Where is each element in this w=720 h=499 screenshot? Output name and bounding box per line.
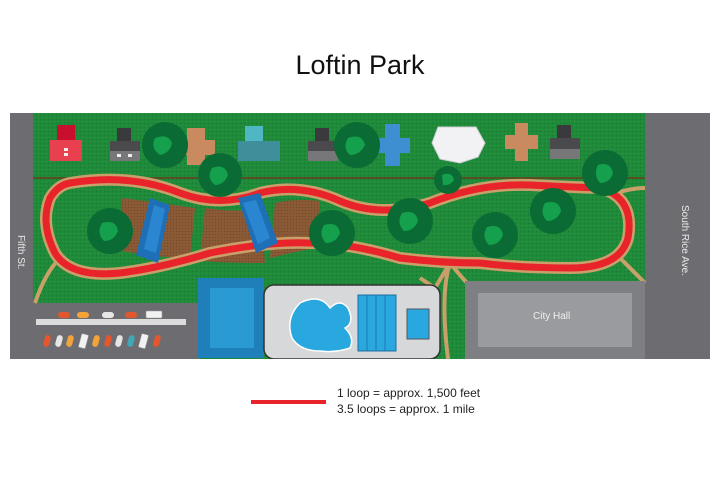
south-rice-avenue <box>645 113 710 359</box>
house-dark-gray-3 <box>550 125 580 159</box>
house-dark-gray-1 <box>110 128 140 161</box>
parked-cars <box>43 310 163 349</box>
legend-mile-equivalent: 3.5 loops = approx. 1 mile <box>337 402 475 416</box>
house-tan-1 <box>180 128 215 165</box>
lap-pool <box>357 294 397 352</box>
garden-pavilion-right <box>238 193 278 253</box>
tree <box>142 122 188 168</box>
walking-trail-loop <box>42 176 633 278</box>
tree <box>530 188 576 234</box>
house-teal <box>238 126 280 161</box>
tree <box>472 212 518 258</box>
house-blue <box>378 124 410 166</box>
house-dark-gray-2 <box>308 128 338 161</box>
tree <box>334 122 380 168</box>
city-hall-building <box>465 281 645 359</box>
trail-legend-swatch <box>251 400 326 404</box>
house-red <box>50 125 82 161</box>
tree <box>434 166 462 194</box>
garden-pavilion-left <box>136 198 170 263</box>
legend-loop-distance: 1 loop = approx. 1,500 feet <box>337 386 481 400</box>
fifth-street-label: Fifth St. <box>15 235 26 270</box>
south-rice-avenue-label: South Rice Ave. <box>679 205 690 276</box>
tree <box>198 153 242 197</box>
swimming-pool <box>289 298 353 353</box>
park-map <box>10 113 710 359</box>
tree <box>387 198 433 244</box>
parking-divider <box>36 319 186 325</box>
trees <box>87 122 628 258</box>
tree <box>309 210 355 256</box>
tree <box>582 150 628 196</box>
map-title: Loftin Park <box>295 50 425 80</box>
tree <box>87 208 133 254</box>
community-center <box>198 278 264 358</box>
wading-pool <box>406 308 430 340</box>
pool-deck <box>263 284 441 359</box>
house-tan-2 <box>505 123 538 161</box>
parking-lot <box>33 303 200 359</box>
house-white <box>431 126 486 164</box>
fifth-street <box>10 113 33 359</box>
city-hall-label: City Hall <box>533 311 571 322</box>
trail-legend: 1 loop = approx. 1,500 feet 3.5 loops = … <box>337 385 480 417</box>
